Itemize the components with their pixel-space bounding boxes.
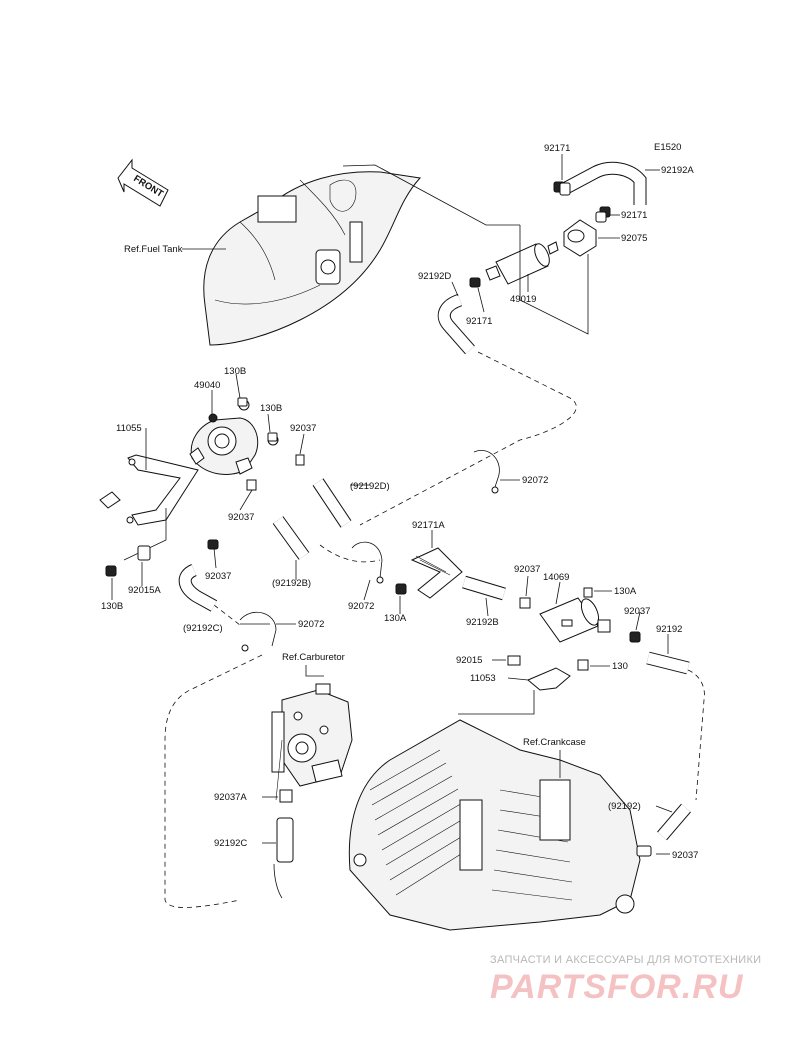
part-label: 92037 (205, 571, 231, 582)
carburetor-illustration (271, 683, 353, 801)
hose-92192-lower (657, 803, 691, 841)
ref-carburetor: Ref.Carburetor (282, 652, 345, 663)
part-label: 14069 (543, 572, 569, 583)
clamp-92072-c (239, 611, 277, 652)
watermark-caption: ЗАПЧАСТИ И АКСЕССУАРЫ ДЛЯ МОТОТЕХНИКИ (490, 954, 761, 966)
bolt-130a-left (395, 583, 407, 595)
part-label: 92037 (290, 423, 316, 434)
part-label: 92015 (456, 655, 482, 666)
part-label: (92192D) (350, 481, 390, 492)
clamp-92072-b (351, 541, 384, 584)
part-label: 92075 (621, 233, 647, 244)
part-label: 130A (384, 613, 407, 624)
part-label: 130 (612, 661, 628, 672)
part-label: 49019 (510, 294, 536, 305)
part-label: 92037A (214, 792, 247, 803)
clip-92037-lower (636, 845, 652, 857)
bracket-11053 (527, 667, 571, 691)
part-label: 92072 (348, 601, 374, 612)
part-label: 92192C (214, 838, 247, 849)
fuel-filter-49019 (485, 241, 559, 285)
filter-14069 (539, 597, 611, 643)
clip-92037-right (629, 631, 641, 643)
part-label: 130B (224, 366, 246, 377)
crankcase-illustration (348, 719, 641, 931)
hose-92192b (462, 575, 506, 601)
hose-92192d (437, 293, 475, 355)
part-label: 92171 (466, 316, 492, 327)
part-labels: 92171 92192A 92171 92075 92192D 49019 92… (101, 143, 698, 861)
hose-92192c-lower (276, 817, 294, 863)
fuel-tank-illustration (203, 171, 421, 346)
part-label: 92192 (656, 624, 682, 635)
part-label: 11053 (470, 673, 496, 684)
hose-92192c (178, 564, 218, 612)
part-label: 92171 (544, 143, 570, 154)
bolt-130a-right (583, 587, 593, 598)
clamp-92171-a (553, 181, 571, 196)
part-label: 92037 (672, 850, 698, 861)
clamp-92171-c (469, 277, 481, 288)
part-label: 92192A (661, 165, 694, 176)
part-label: 92171A (412, 520, 445, 531)
bolt-130b-lower (105, 565, 117, 577)
part-label: 92037 (624, 606, 650, 617)
bracket-11055 (99, 454, 199, 526)
watermark-brand: PARTSFOR.RU (490, 968, 744, 1006)
part-label: 130A (614, 586, 637, 597)
leader-lines (111, 154, 673, 855)
part-label: 92037 (228, 512, 254, 523)
part-label: 11055 (116, 423, 142, 434)
hose-92192b-lower (272, 516, 310, 560)
clip-92037-b (246, 479, 257, 491)
part-label: (92192C) (183, 623, 223, 634)
part-label: 92037 (514, 564, 540, 575)
hose-92192d-lower (312, 478, 352, 528)
part-label: 92171 (621, 210, 647, 221)
part-label: 92192D (418, 271, 451, 282)
spacer-92015 (507, 655, 521, 666)
front-arrow-icon: FRONT (117, 158, 169, 207)
clip-92037a (279, 789, 293, 803)
part-label: 130B (260, 403, 282, 414)
part-label: 92015A (128, 585, 161, 596)
part-label: 49040 (194, 380, 220, 391)
clamp-holder-92075 (563, 219, 597, 257)
part-label: (92192) (608, 801, 641, 812)
clip-92037-a (295, 454, 305, 466)
bracket-92171a (410, 547, 463, 599)
ref-fuel-tank: Ref.Fuel Tank (124, 244, 183, 255)
clip-92037-mid (519, 597, 531, 609)
part-label: 92072 (522, 475, 548, 486)
hose-92192a (562, 161, 647, 205)
hose-92192 (646, 651, 690, 675)
spacer-92015a (137, 545, 151, 561)
clamp-92171-b (595, 206, 611, 223)
diagram-code: E1520 (654, 142, 681, 153)
clip-92037-c (207, 539, 219, 550)
bolt-130 (577, 659, 589, 671)
part-label: (92192B) (272, 578, 311, 589)
part-label: 130B (101, 601, 123, 612)
part-label: 92072 (298, 619, 324, 630)
ref-crankcase: Ref.Crankcase (523, 737, 586, 748)
part-label: 92192B (466, 617, 499, 628)
clamp-92072-a (473, 450, 500, 494)
fuel-pump-49040 (189, 397, 279, 475)
